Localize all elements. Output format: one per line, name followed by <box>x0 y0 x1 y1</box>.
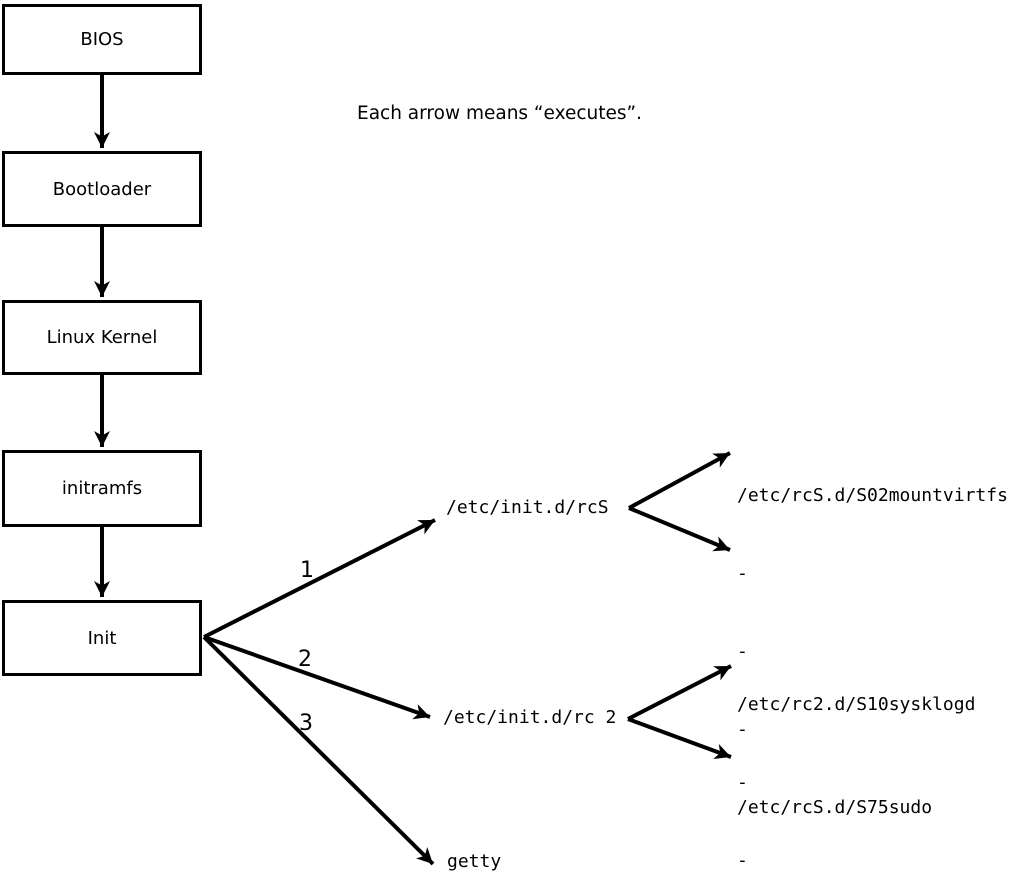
arrow-label-2: 2 <box>298 646 312 672</box>
arrow-init-to-rc2 <box>203 635 431 720</box>
arrow-rcs-to-s02mountvirtfs <box>628 451 731 510</box>
box-init-label: Init <box>87 627 117 649</box>
arrow-init-to-getty <box>202 635 435 866</box>
box-linux-kernel: Linux Kernel <box>2 300 202 375</box>
rcs-list-item: - <box>737 563 748 584</box>
box-initramfs-label: initramfs <box>61 478 143 499</box>
arrow-rc2-to-s10sysklogd <box>627 664 732 721</box>
arrow-init-to-rcs <box>203 518 436 639</box>
box-init: Init <box>2 600 202 676</box>
label-rc2-script: /etc/init.d/rc 2 <box>443 707 617 728</box>
rcs-list-item: /etc/rcS.d/S02mountvirtfs <box>737 485 1008 506</box>
label-getty: getty <box>447 851 502 872</box>
rcs-list-item: /etc/rcS.d/S75sudo <box>737 797 933 818</box>
box-bootloader-label: Bootloader <box>52 178 152 200</box>
rc2-list-item: /etc/rc2.d/S10sysklogd <box>737 694 976 715</box>
diagram-caption: Each arrow means “executes”. <box>357 103 642 124</box>
label-rcs-script: /etc/init.d/rcS <box>446 497 609 518</box>
box-initramfs: initramfs <box>2 450 202 527</box>
box-bootloader: Bootloader <box>2 151 202 227</box>
arrow-rcs-to-s75sudo <box>628 506 731 552</box>
rcs-list-item: - <box>737 719 748 740</box>
rcs-script-list: /etc/rcS.d/S02mountvirtfs - - - /etc/rcS… <box>737 431 1008 873</box>
box-bios: BIOS <box>2 4 202 75</box>
rc2-list-item: - <box>737 772 748 793</box>
arrow-label-3: 3 <box>299 710 313 736</box>
rc2-list-item: - <box>737 850 748 871</box>
arrow-rc2-to-s99gdm <box>627 717 732 759</box>
rc2-script-list: /etc/rc2.d/S10sysklogd - - - /etc/rc2.d/… <box>737 640 975 875</box>
arrow-label-1: 1 <box>300 557 314 583</box>
box-bios-label: BIOS <box>80 29 124 50</box>
box-linux-kernel-label: Linux Kernel <box>46 327 158 348</box>
rcs-list-item: - <box>737 641 748 662</box>
